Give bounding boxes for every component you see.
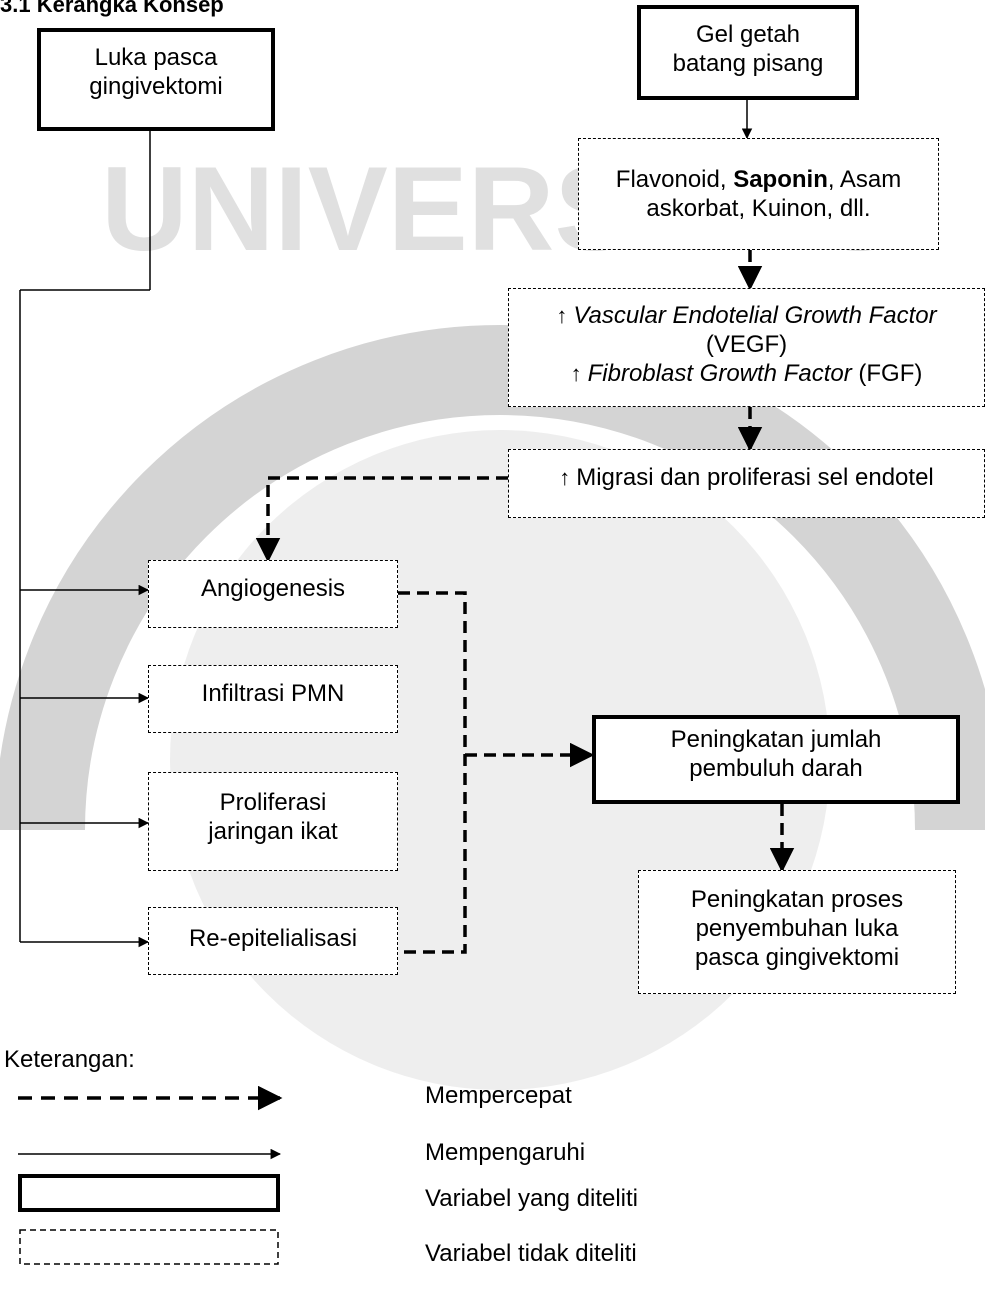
legend-dashed-box — [19, 1229, 279, 1265]
up-arrow-icon: ↑ — [556, 303, 568, 328]
node-proliferasi-jaringan-ikat: Proliferasi jaringan ikat — [148, 772, 398, 871]
node-flavonoid: Flavonoid, Saponin, Asam askorbat, Kuino… — [578, 138, 939, 250]
legend-label-variabel-tidak-diteliti: Variabel tidak diteliti — [425, 1240, 637, 1267]
legend-label-mempercepat: Mempercepat — [425, 1082, 572, 1109]
node-luka-pasca-gingivektomi: Luka pasca gingivektomi — [37, 28, 275, 131]
solid-connectors — [19, 100, 753, 948]
legend-symbols — [18, 1085, 283, 1265]
node-peningkatan-penyembuhan: Peningkatan proses penyembuhan luka pasc… — [638, 870, 956, 994]
up-arrow-icon: ↑ — [570, 361, 582, 386]
dashed-connectors — [255, 250, 795, 954]
legend-solid-box — [18, 1174, 280, 1212]
node-peningkatan-pembuluh-darah: Peningkatan jumlah pembuluh darah — [592, 715, 960, 804]
legend-label-mempengaruhi: Mempengaruhi — [425, 1139, 586, 1166]
legend-label-variabel-diteliti: Variabel yang diteliti — [425, 1185, 639, 1212]
node-gel-getah-batang-pisang: Gel getah batang pisang — [637, 5, 859, 100]
node-infiltrasi-pmn: Infiltrasi PMN — [148, 665, 398, 733]
up-arrow-icon: ↑ — [559, 465, 571, 490]
node-re-epitelialisasi: Re-epitelialisasi — [148, 907, 398, 975]
page-title: 3.1 Kerangka Konsep — [0, 0, 224, 17]
node-angiogenesis: Angiogenesis — [148, 560, 398, 628]
node-growth-factors: ↑Vascular Endotelial Growth Factor (VEGF… — [508, 288, 985, 407]
legend-heading: Keterangan: — [4, 1046, 135, 1073]
node-migrasi-proliferasi: ↑ Migrasi dan proliferasi sel endotel — [508, 449, 985, 518]
